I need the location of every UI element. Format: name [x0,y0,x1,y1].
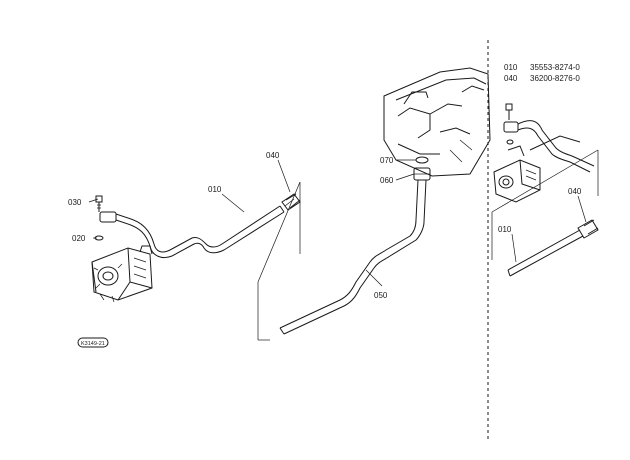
pipe-010 [127,205,285,259]
o-ring-070 [415,156,429,164]
partno-010: 35553-8274-0 [530,63,580,72]
inset-bolt [503,103,519,145]
nut-040 [281,193,301,211]
callout-010-inset: 010 [498,225,512,234]
callout-020: 020 [72,234,86,243]
inset-nut-040 [577,219,599,239]
inset-pipe-upper [517,120,595,173]
ref-010: 010 [504,63,518,72]
callout-040-inset: 040 [568,187,582,196]
callout-060: 060 [380,176,394,185]
callout-070: 070 [380,156,394,165]
diagram-code: K3149-21 [81,341,105,347]
callout-040: 040 [266,151,280,160]
callout-030: 030 [68,198,82,207]
partno-040: 36200-8276-0 [530,74,580,83]
inset-pump [493,145,541,203]
inset-tank-edge [529,135,581,151]
leader-lines [88,159,587,287]
parts-reference: 010 35553-8274-0 040 36200-8276-0 [504,63,580,83]
inset-pipe-010 [507,229,584,277]
ref-040: 040 [504,74,518,83]
callout-010: 010 [208,185,222,194]
diagram-code-badge: K3149-21 [77,337,109,348]
hydraulic-tank [383,67,491,177]
pipe-050-plane [257,181,301,341]
pump-left [91,211,153,303]
inset-plane [491,149,599,260]
bolt-030 [95,195,103,212]
pipe-050 [279,179,427,335]
callout-050: 050 [374,291,388,300]
